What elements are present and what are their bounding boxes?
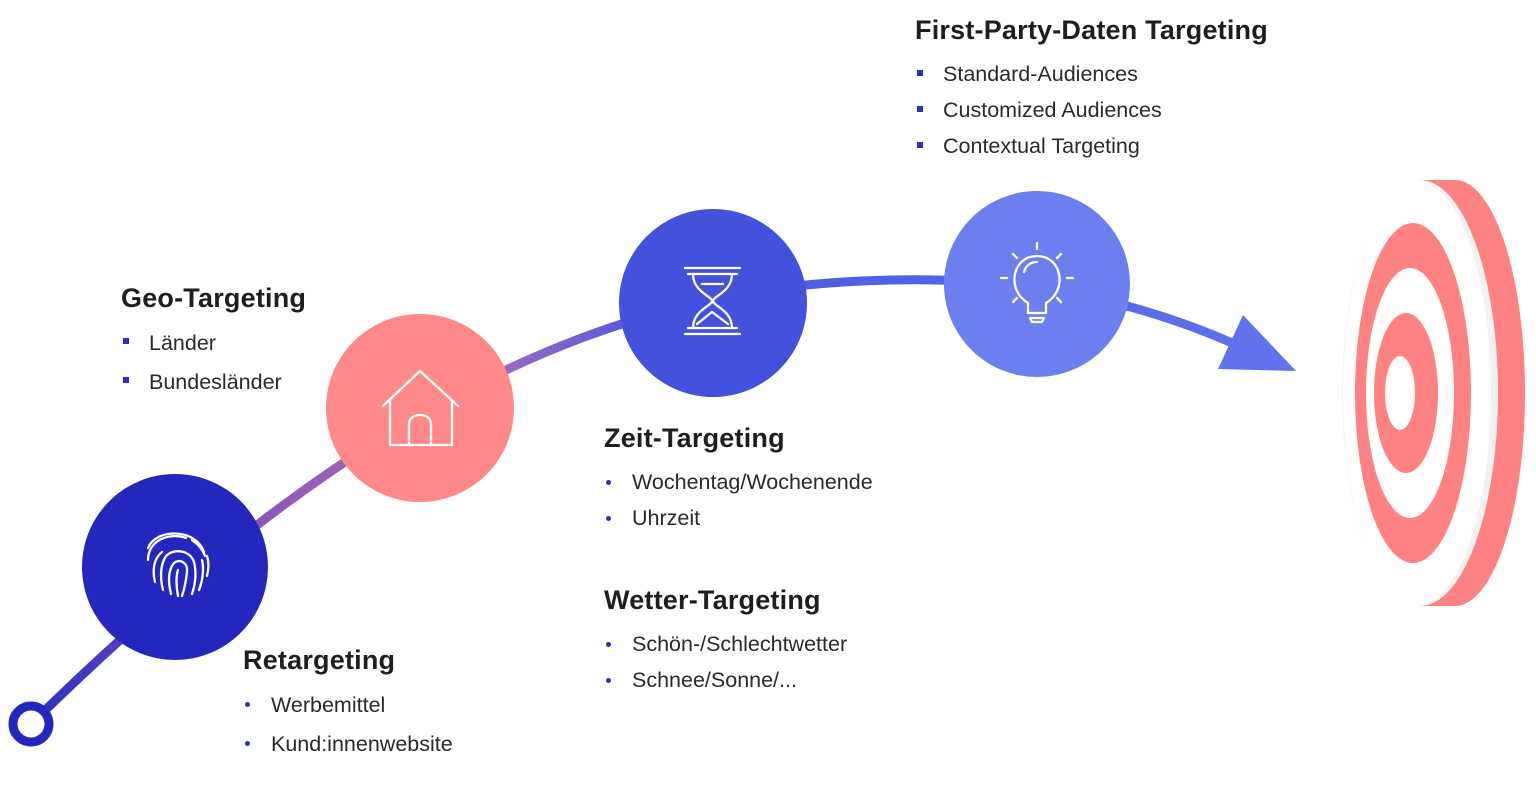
geo-targeting-list: Länder Bundesländer	[121, 324, 306, 402]
list-item: Länder	[121, 324, 306, 363]
list-item: Wochentag/Wochenende	[604, 464, 873, 500]
hourglass-icon	[683, 266, 742, 336]
house-icon	[381, 369, 460, 447]
lightbulb-icon	[999, 241, 1075, 324]
firstparty-targeting-title: First-Party-Daten Targeting	[915, 15, 1268, 45]
list-item: Kund:innenwebsite	[243, 725, 453, 764]
start-node	[8, 701, 54, 747]
retargeting-node	[82, 474, 268, 660]
wetter-targeting-title: Wetter-Targeting	[604, 585, 821, 615]
zeit-node	[619, 209, 807, 397]
zeit-targeting-title: Zeit-Targeting	[604, 423, 785, 453]
wetter-targeting-block: Wetter-Targeting Schön-/Schlechtwetter S…	[604, 585, 847, 698]
geo-targeting-block: Geo-Targeting Länder Bundesländer	[121, 283, 306, 402]
retargeting-title: Retargeting	[243, 645, 396, 675]
list-item: Customized Audiences	[915, 92, 1268, 128]
list-item: Schön-/Schlechtwetter	[604, 626, 847, 662]
list-item: Schnee/Sonne/...	[604, 662, 847, 698]
arrow-head	[1218, 315, 1296, 371]
firstparty-targeting-block: First-Party-Daten Targeting Standard-Aud…	[915, 15, 1268, 164]
geo-targeting-title: Geo-Targeting	[121, 283, 307, 313]
wetter-targeting-list: Schön-/Schlechtwetter Schnee/Sonne/...	[604, 626, 847, 698]
retargeting-block: Retargeting Werbemittel Kund:innenwebsit…	[243, 645, 453, 764]
zeit-targeting-list: Wochentag/Wochenende Uhrzeit	[604, 464, 873, 536]
target-icon	[1342, 180, 1525, 606]
firstparty-targeting-list: Standard-Audiences Customized Audiences …	[915, 56, 1268, 164]
list-item: Contextual Targeting	[915, 128, 1268, 164]
retargeting-list: Werbemittel Kund:innenwebsite	[243, 686, 453, 764]
geo-node	[326, 314, 514, 502]
fingerprint-icon	[146, 532, 210, 598]
list-item: Bundesländer	[121, 363, 306, 402]
list-item: Standard-Audiences	[915, 56, 1268, 92]
zeit-targeting-block: Zeit-Targeting Wochentag/Wochenende Uhrz…	[604, 423, 873, 536]
list-item: Werbemittel	[243, 686, 453, 725]
firstparty-node	[944, 191, 1130, 377]
list-item: Uhrzeit	[604, 500, 873, 536]
